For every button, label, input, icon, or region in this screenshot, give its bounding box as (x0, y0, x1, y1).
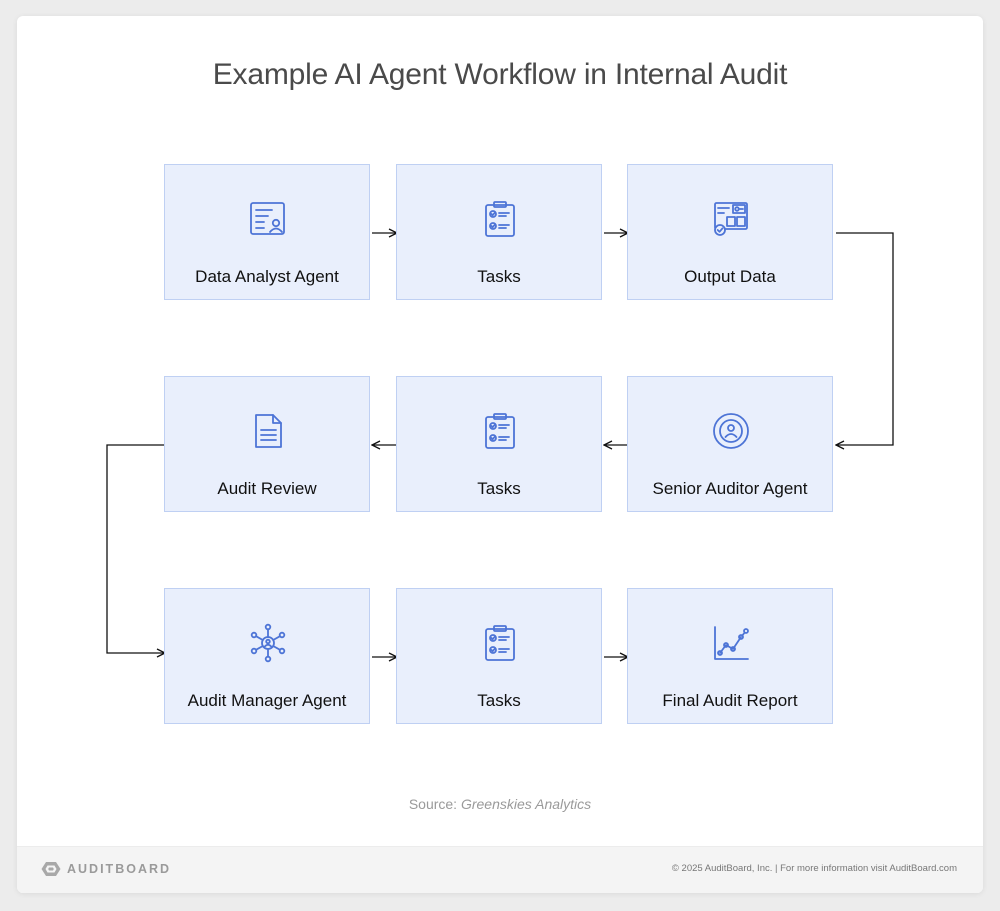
source-name: Greenskies Analytics (460, 796, 592, 812)
task-clipboard-icon (485, 413, 515, 449)
arrow-output-to-senior (836, 232, 894, 445)
task-clipboard-icon (485, 201, 515, 237)
document-icon (255, 414, 282, 448)
source-prefix: Source: (408, 796, 461, 812)
line-chart-icon (714, 626, 749, 660)
node-output-data: Output Data (627, 164, 833, 300)
diagram-title: Example AI Agent Workflow in Internal Au… (212, 58, 788, 91)
node-tasks-3: Tasks (396, 588, 602, 724)
node-label: Tasks (477, 691, 521, 710)
diagram-card: Example AI Agent Workflow in Internal Au… (17, 16, 983, 893)
node-label: Audit Review (217, 479, 317, 498)
connector-layer (106, 16, 894, 893)
node-label: Final Audit Report (662, 691, 798, 710)
node-label: Audit Manager Agent (187, 691, 347, 710)
node-label: Output Data (684, 267, 776, 286)
network-agent-icon (250, 623, 286, 663)
node-tasks-2: Tasks (396, 376, 602, 512)
node-audit-manager-agent: Audit Manager Agent (164, 588, 370, 724)
analyst-profile-icon (250, 202, 285, 235)
node-label: Tasks (477, 479, 521, 498)
auditor-target-icon (713, 413, 749, 449)
node-audit-review: Audit Review (164, 376, 370, 512)
node-label: Senior Auditor Agent (652, 479, 808, 498)
output-data-dashboard-icon (714, 202, 748, 236)
arrow-review-to-manager (106, 444, 165, 653)
auditboard-logo: AUDITBOARD (41, 861, 171, 877)
brand-name: AUDITBOARD (67, 862, 172, 876)
node-data-analyst-agent: Data Analyst Agent (164, 164, 370, 300)
node-tasks-1: Tasks (396, 164, 602, 300)
node-final-audit-report: Final Audit Report (627, 588, 833, 724)
source-note: Source: Greenskies Analytics (17, 796, 983, 812)
task-clipboard-icon (485, 625, 515, 661)
node-senior-auditor-agent: Senior Auditor Agent (627, 376, 833, 512)
node-label: Tasks (477, 267, 521, 286)
node-label: Data Analyst Agent (195, 267, 339, 286)
auditboard-logo-icon (41, 862, 61, 876)
copyright-text: © 2025 AuditBoard, Inc. | For more infor… (671, 863, 957, 874)
footer: AUDITBOARD © 2025 AuditBoard, Inc. | For… (17, 846, 983, 893)
